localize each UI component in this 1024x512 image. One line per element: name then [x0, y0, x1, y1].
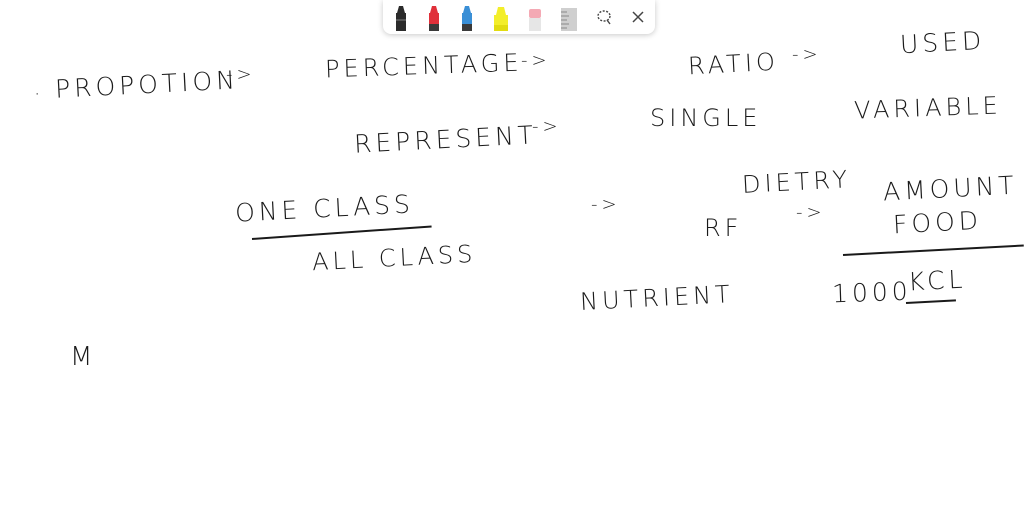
note-kcl-unit: KCL: [907, 264, 968, 297]
note-ratio: RATIO: [687, 47, 780, 81]
close-icon: [632, 11, 644, 23]
fraction-line-1: [251, 225, 432, 240]
note-represent: REPRESENT: [353, 120, 538, 159]
note-dietry: DIETRY: [741, 165, 852, 199]
highlighter-icon: [494, 7, 508, 31]
close-toolbar-button[interactable]: [626, 5, 650, 29]
kcl-underline: [905, 299, 956, 304]
arrow-5: ->: [591, 194, 621, 215]
ruler-icon: [561, 8, 577, 31]
pen-toolbar: [383, 0, 655, 34]
blue-marker-tool[interactable]: [455, 4, 479, 34]
red-marker-tool[interactable]: [422, 4, 446, 34]
note-food: FOOD: [892, 205, 983, 240]
note-single: SINGLE: [650, 104, 762, 132]
arrow-2: ->: [521, 50, 551, 71]
note-used: USED: [899, 25, 986, 60]
lasso-icon: [597, 10, 611, 25]
eraser-tool[interactable]: [523, 4, 547, 34]
note-proportion: PROPOTION: [54, 65, 240, 104]
note-kcl-value: 1000: [831, 276, 913, 309]
eraser-icon: [529, 9, 541, 31]
note-variable: VARIABLE: [853, 91, 1003, 125]
bullet-dot: ·: [34, 82, 45, 106]
note-nutrient: NUTRIENT: [579, 279, 735, 317]
fraction-line-2: [842, 244, 1024, 256]
note-m-mark: M: [70, 342, 97, 372]
ruler-tool[interactable]: [557, 4, 581, 34]
arrow-3: ->: [792, 44, 822, 65]
note-percentage: PERCENTAGE: [324, 48, 523, 84]
yellow-highlighter-tool[interactable]: [489, 4, 513, 34]
note-amount: AMOUNT: [882, 170, 1019, 207]
black-marker-icon: [396, 6, 406, 31]
blue-marker-icon: [462, 6, 472, 31]
note-rf: RF: [704, 214, 743, 242]
arrow-1: ->: [226, 64, 256, 85]
black-marker-tool[interactable]: [389, 4, 413, 34]
arrow-6: ->: [796, 202, 826, 223]
arrow-4: ->: [532, 116, 562, 137]
red-marker-icon: [429, 6, 439, 31]
note-one-class: ONE CLASS: [234, 189, 415, 228]
lasso-tool[interactable]: [592, 5, 616, 29]
note-all-class: ALL CLASS: [311, 239, 477, 277]
